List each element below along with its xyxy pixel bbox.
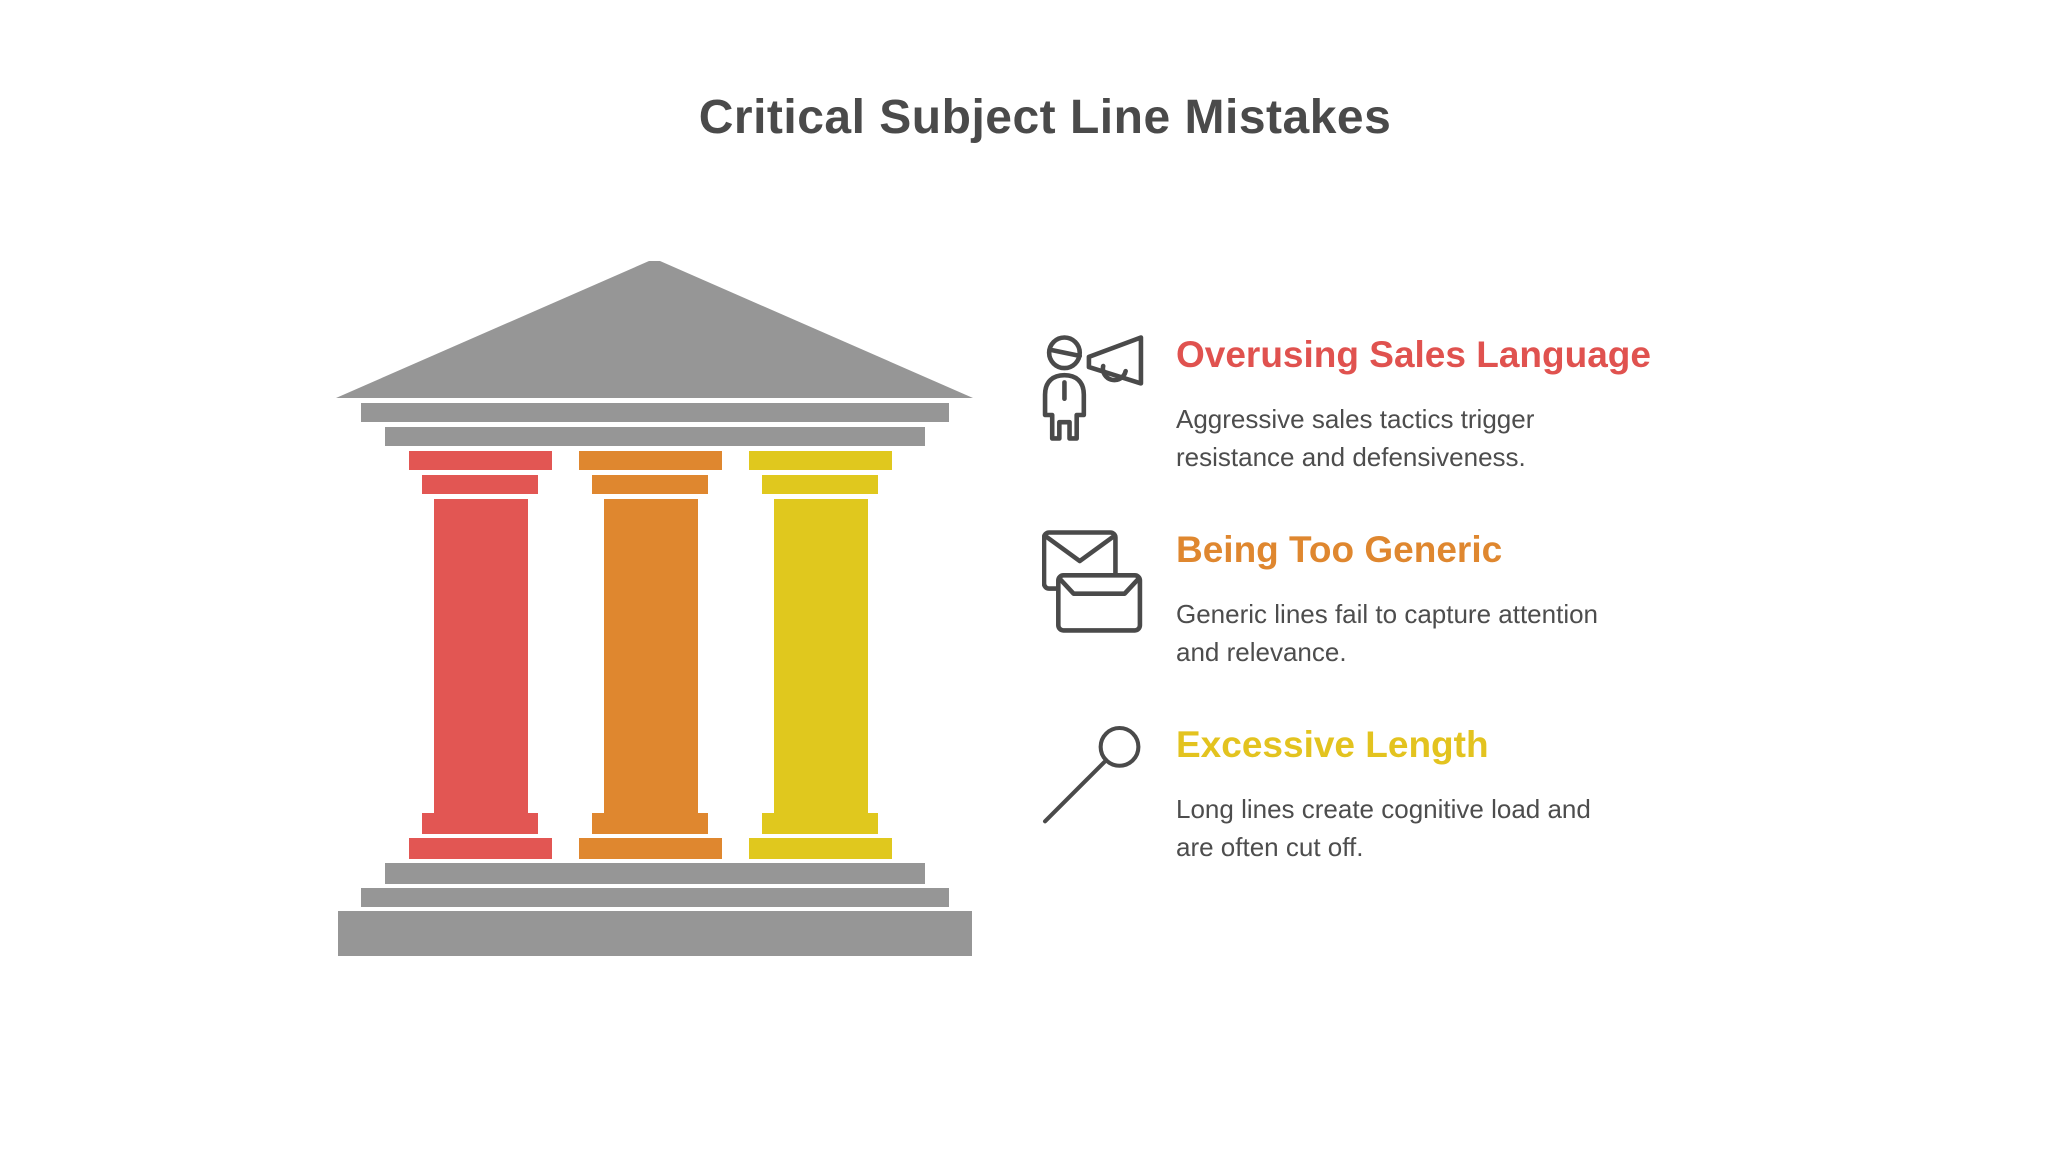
mistake-description: Generic lines fail to capture attention … [1176, 595, 1598, 671]
description-line: are often cut off. [1176, 832, 1364, 862]
mistake-title: Being Too Generic [1176, 529, 1503, 570]
mistake-item-overusing-sales-language: Overusing Sales Language Aggressive sale… [1042, 332, 1762, 522]
description-line: Aggressive sales tactics trigger [1176, 404, 1535, 434]
temple-step-1 [385, 863, 925, 884]
description-line: Generic lines fail to capture attention [1176, 599, 1599, 629]
page-title: Critical Subject Line Mistakes [698, 91, 1392, 144]
temple-architrave-1 [361, 403, 949, 422]
pillar-orange [579, 451, 722, 859]
temple-architrave-2 [385, 427, 925, 446]
person-megaphone-icon [1042, 334, 1144, 444]
temple-illustration [336, 261, 973, 956]
mistake-description: Long lines create cognitive load and are… [1176, 790, 1591, 866]
mistake-item-being-too-generic: Being Too Generic Generic lines fail to … [1042, 527, 1762, 717]
temple-step-2 [361, 888, 949, 907]
mistake-item-excessive-length: Excessive Length Long lines create cogni… [1042, 722, 1762, 912]
description-line: and relevance. [1176, 637, 1347, 667]
pillar-yellow [749, 451, 892, 859]
double-envelope-icon [1042, 529, 1144, 639]
mistake-description: Aggressive sales tactics trigger resista… [1176, 400, 1534, 476]
magnifier-icon [1042, 724, 1144, 834]
description-line: resistance and defensiveness. [1176, 442, 1526, 472]
mistake-title: Overusing Sales Language [1176, 334, 1651, 375]
pillar-red [409, 451, 552, 859]
description-line: Long lines create cognitive load and [1176, 794, 1591, 824]
temple-structure [336, 261, 973, 956]
mistake-title: Excessive Length [1176, 724, 1489, 765]
temple-step-3 [338, 911, 972, 956]
temple-pediment [336, 261, 973, 398]
